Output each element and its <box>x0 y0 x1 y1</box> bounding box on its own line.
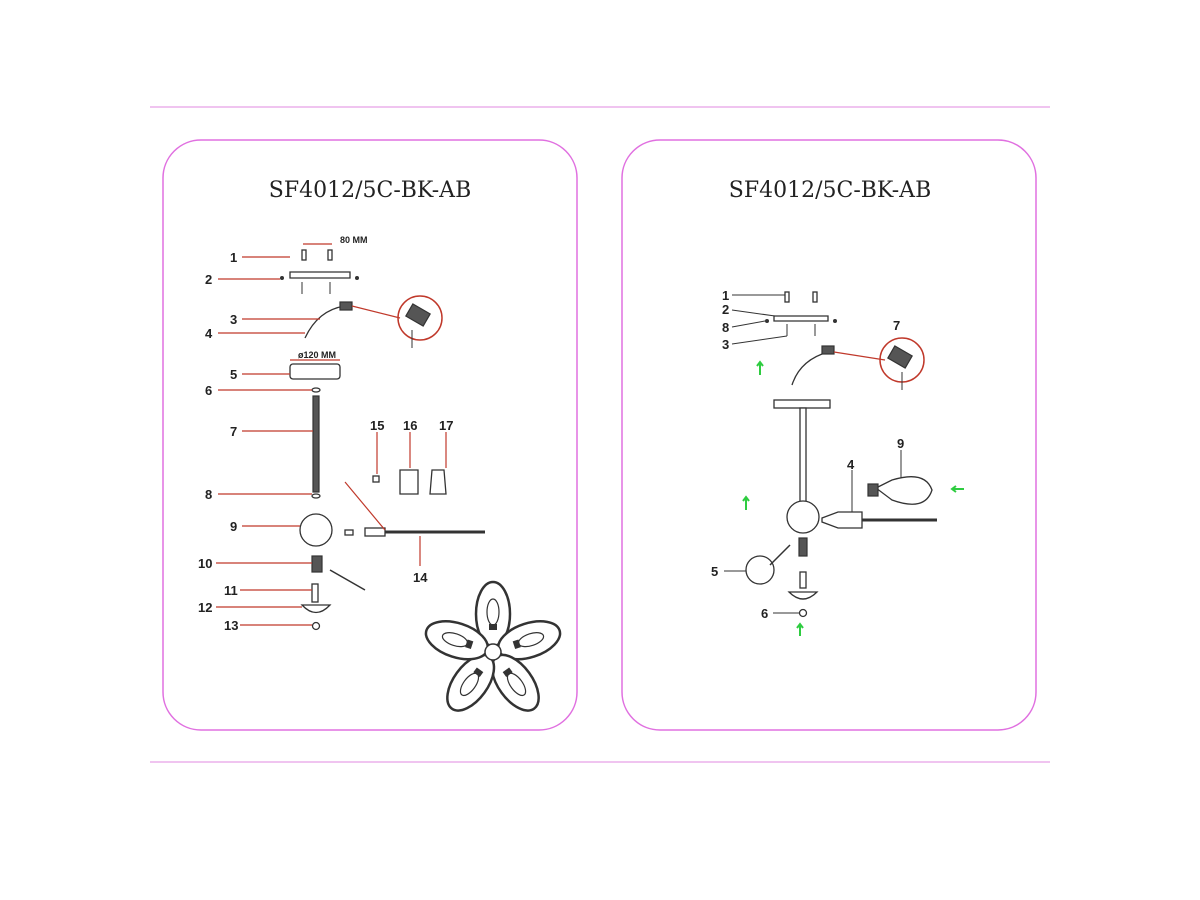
label-4: 4 <box>205 326 213 341</box>
rod <box>312 395 320 493</box>
fixture-top-view <box>419 580 567 720</box>
wire-bundle <box>304 305 346 339</box>
label-16: 16 <box>403 418 417 433</box>
left-panel-frame <box>162 139 578 731</box>
label-6: 6 <box>205 383 212 398</box>
label-5: 5 <box>711 564 718 579</box>
label-12: 12 <box>198 600 212 615</box>
socket <box>399 469 419 495</box>
left-panel: SF4012/5C-BK-AB 80 MM ø120 MM <box>162 139 578 731</box>
wire-bundle <box>791 351 829 386</box>
mounting-bracket <box>773 315 829 322</box>
label-9: 9 <box>897 436 904 451</box>
finial-cap <box>300 604 332 614</box>
canopy <box>289 363 341 380</box>
direction-arrows <box>742 360 964 636</box>
label-6: 6 <box>761 606 768 621</box>
label-8: 8 <box>205 487 212 502</box>
label-2: 2 <box>205 272 212 287</box>
label-11: 11 <box>224 583 238 598</box>
label-17: 17 <box>439 418 453 433</box>
dimension-canopy-diameter: ø120 MM <box>298 350 336 360</box>
center-ball <box>299 513 333 547</box>
right-panel-frame <box>621 139 1037 731</box>
socket-cover <box>429 469 447 495</box>
label-5: 5 <box>230 367 237 382</box>
label-2: 2 <box>722 302 729 317</box>
label-8: 8 <box>722 320 729 335</box>
edison-bulb <box>874 476 933 505</box>
label-3: 3 <box>722 337 729 352</box>
label-13: 13 <box>224 618 238 633</box>
finial-cap <box>787 591 819 600</box>
label-1: 1 <box>722 288 729 303</box>
label-9: 9 <box>230 519 237 534</box>
right-panel-title: SF4012/5C-BK-AB <box>729 178 932 203</box>
label-7: 7 <box>230 424 237 439</box>
label-1: 1 <box>230 250 237 265</box>
label-10: 10 <box>198 556 212 571</box>
rod <box>799 407 807 505</box>
right-panel: SF4012/5C-BK-AB <box>621 139 1037 731</box>
canopy <box>773 399 831 409</box>
label-3: 3 <box>230 312 237 327</box>
label-7: 7 <box>893 318 900 333</box>
label-14: 14 <box>413 570 428 585</box>
center-ball <box>786 500 820 534</box>
label-15: 15 <box>370 418 384 433</box>
dimension-bracket-spacing: 80 MM <box>340 235 368 245</box>
socket <box>821 511 863 529</box>
label-4: 4 <box>847 457 855 472</box>
left-panel-title: SF4012/5C-BK-AB <box>269 178 472 203</box>
mounting-bracket <box>289 271 351 279</box>
